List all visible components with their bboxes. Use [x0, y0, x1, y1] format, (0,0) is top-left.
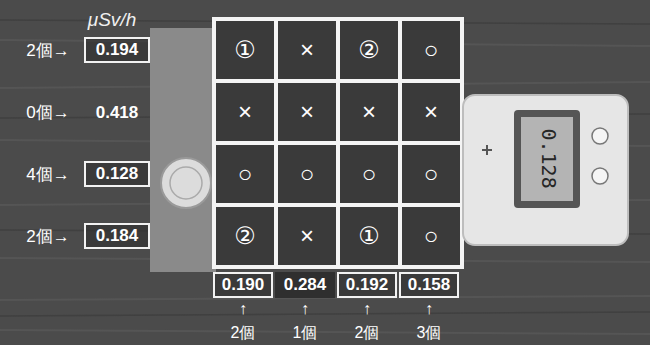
reading-value: 0.128: [96, 164, 139, 184]
arrow-mark: ↑: [425, 300, 433, 317]
reading-value: 0.192: [346, 275, 389, 295]
count-label: 0個→: [26, 103, 69, 122]
label-holder: 4個→: [26, 165, 70, 184]
reading-value: 0.184: [96, 226, 139, 246]
grid-cell: ×: [278, 21, 336, 79]
grid-cell: ②: [216, 207, 274, 265]
cell-symbol: ×: [300, 222, 314, 250]
label-holder: 2個→: [26, 41, 70, 60]
reading-box: 0.128: [84, 161, 150, 187]
cell-symbol: ②: [358, 36, 380, 64]
label-holder: 0.128: [535, 129, 559, 190]
wood-grain-dark: [0, 20, 650, 316]
grid-frame: [212, 17, 464, 269]
detector-bezel: [514, 110, 580, 208]
reading-box: 0.184: [84, 223, 150, 249]
grid-cell: ○: [278, 145, 336, 203]
cell-symbol: ○: [238, 160, 253, 188]
label-holder: 1個: [293, 324, 318, 341]
grid-cell: ①: [340, 207, 398, 265]
count-label: 1個: [293, 324, 318, 341]
cell-symbol: ○: [424, 160, 439, 188]
cell-symbol: ①: [234, 36, 256, 64]
count-label: 3個: [417, 324, 442, 341]
detector-body: [463, 95, 628, 245]
cell-symbol: ×: [238, 98, 252, 126]
count-label: 2個→: [26, 41, 69, 60]
grid-cell: ×: [402, 83, 460, 141]
label-holder: 0.418: [96, 103, 139, 122]
count-label: 2個: [355, 324, 380, 341]
battery-mark: [486, 145, 488, 155]
count-label: 2個: [231, 324, 256, 341]
cell-symbol: ○: [300, 160, 315, 188]
label-holder: ↑: [425, 300, 433, 317]
arrow-mark: ↑: [239, 300, 247, 317]
grid-cell: ○: [402, 145, 460, 203]
power-button: [592, 128, 608, 144]
label-holder: 2個: [231, 324, 256, 341]
reading-value: 0.158: [408, 275, 451, 295]
cell-symbol: ×: [362, 98, 376, 126]
label-holder: μSv/h: [88, 9, 137, 30]
cell-symbol: ×: [300, 98, 314, 126]
grid-cell: ①: [216, 21, 274, 79]
label-holder: ↑: [239, 300, 247, 317]
reading-value: 0.190: [222, 275, 265, 295]
mode-button: [592, 168, 608, 184]
label-holder: 0個→: [26, 103, 70, 122]
label-holder: 2個: [355, 324, 380, 341]
cell-symbol: ②: [234, 222, 256, 250]
reading-value: 0.194: [96, 40, 139, 60]
cell-symbol: ×: [300, 36, 314, 64]
grid-cell: ○: [402, 207, 460, 265]
unit-label: μSv/h: [88, 9, 136, 30]
label-holder: ↑: [301, 300, 309, 317]
cell-symbol: ①: [358, 222, 380, 250]
grid-cell: ○: [340, 145, 398, 203]
label-holder: ↑: [363, 300, 371, 317]
reading-box: 0.194: [84, 37, 150, 63]
cell-symbol: ○: [424, 222, 439, 250]
grid-cell: ○: [402, 21, 460, 79]
reading-box: 0.190: [213, 272, 273, 298]
reading-box: 0.284: [275, 272, 335, 298]
count-label: 2個→: [26, 227, 69, 246]
label-holder: 2個→: [26, 227, 70, 246]
detector-lcd: [521, 117, 573, 201]
grid-cell: ×: [278, 83, 336, 141]
grid-cell: ②: [340, 21, 398, 79]
grid-cell: ○: [216, 145, 274, 203]
source-disc-ring: [170, 167, 202, 199]
wood-grain: [0, 40, 650, 334]
source-disc: [161, 158, 211, 208]
cell-symbol: ○: [424, 36, 439, 64]
reading-value: 0.418: [96, 103, 139, 122]
reading-box: 0.192: [337, 272, 397, 298]
count-label: 4個→: [26, 165, 69, 184]
grid-cell: ×: [340, 83, 398, 141]
grid-cell: ×: [278, 207, 336, 265]
cell-symbol: ×: [424, 98, 438, 126]
reading-box: 0.158: [399, 272, 459, 298]
grey-board: [150, 28, 216, 272]
reading-value: 0.284: [284, 275, 327, 295]
arrow-mark: ↑: [363, 300, 371, 317]
display-reading: 0.128: [536, 129, 560, 189]
label-holder: 3個: [417, 324, 442, 341]
grid-cell: ×: [216, 83, 274, 141]
arrow-mark: ↑: [301, 300, 309, 317]
cell-symbol: ○: [362, 160, 377, 188]
